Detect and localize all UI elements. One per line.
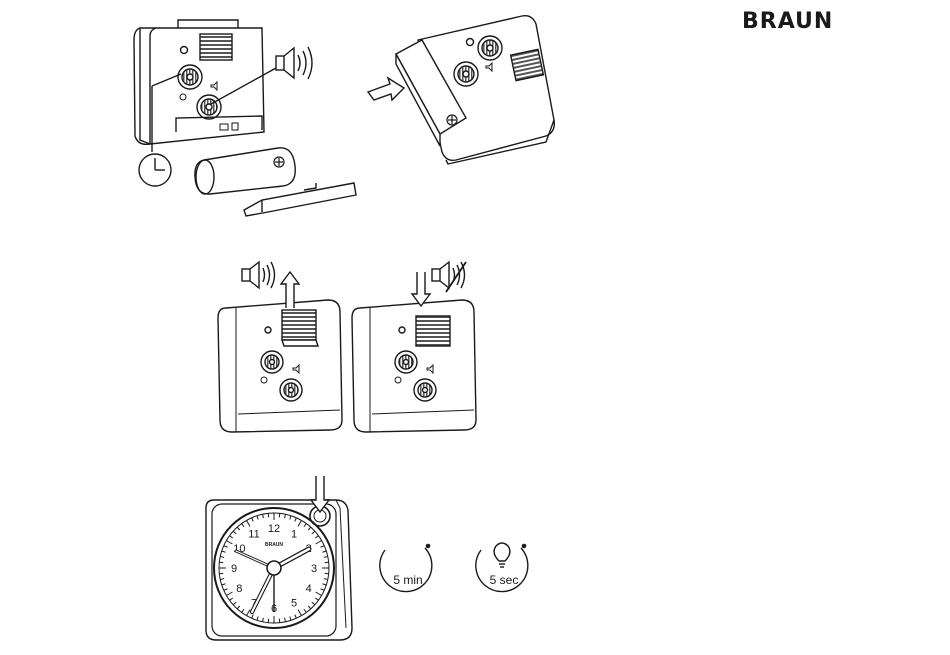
alarm-set-knob [478, 36, 502, 60]
time-set-knob [178, 65, 202, 89]
snooze-duration-label: 5 min [393, 573, 422, 587]
speaker-on-icon [276, 47, 312, 79]
time-set-knob [454, 62, 478, 86]
alarm-slider-ribs [511, 49, 544, 80]
arrow-down-icon [412, 272, 430, 306]
alarm-slider-ribs [282, 310, 316, 340]
dial-numeral: 9 [231, 563, 237, 575]
step-insert-battery [134, 20, 356, 216]
battery-icon [195, 148, 295, 194]
dial-numeral: 5 [291, 598, 297, 610]
dial-numeral: 11 [248, 528, 259, 540]
alarm-slider-ribs [200, 34, 232, 60]
light-bulb-icon [494, 543, 510, 567]
dial-numeral: 4 [306, 583, 312, 595]
dial-numeral: 1 [291, 528, 297, 540]
dial-numeral: 12 [268, 523, 280, 535]
alarm-set-knob [197, 95, 221, 119]
push-arrow-icon [368, 78, 404, 100]
dial-brand: BRAUN [265, 542, 283, 548]
alarm-slider-ribs [416, 316, 450, 346]
plus-icon [447, 115, 457, 125]
speaker-on-icon [242, 262, 275, 288]
speaker-muted-icon [432, 262, 466, 292]
light-duration-label: 5 sec [490, 573, 519, 587]
dial-numeral: 3 [311, 563, 317, 575]
step-alarm-on-off [218, 262, 476, 432]
step-close-cover [368, 16, 554, 164]
plus-icon [274, 157, 284, 167]
clock-icon [139, 154, 171, 186]
dial-numeral: 8 [236, 583, 242, 595]
